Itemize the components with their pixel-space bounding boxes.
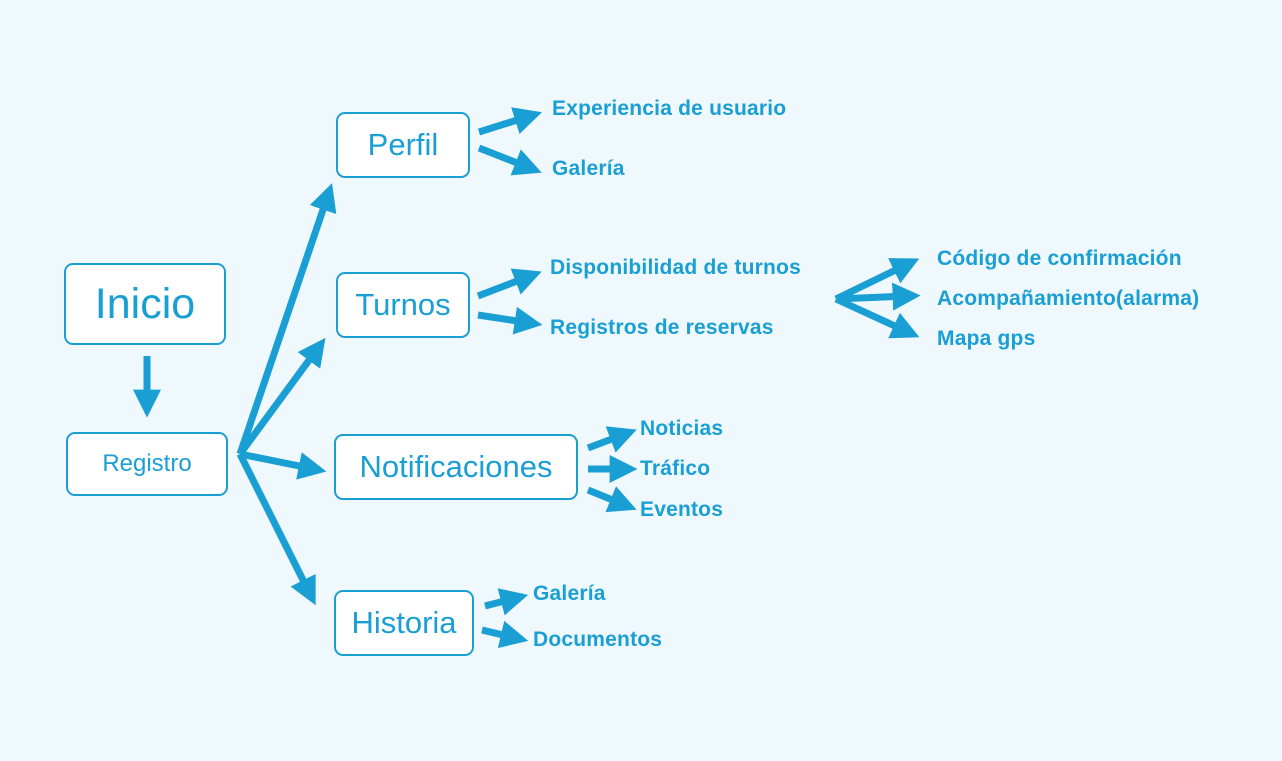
- historia-label: Historia: [351, 605, 457, 640]
- perfil-node: Perfil: [336, 112, 470, 178]
- turnos-label: Turnos: [355, 287, 451, 322]
- leaf-experiencia-usuario: Experiencia de usuario: [552, 97, 787, 120]
- notificaciones-node: Notificaciones: [334, 434, 578, 500]
- leaf-mapa-gps: Mapa gps: [937, 327, 1036, 350]
- leaf-codigo-confirmacion: Código de confirmación: [937, 247, 1182, 270]
- registro-label: Registro: [102, 450, 192, 477]
- leaf-acompanamiento-alarma: Acompañamiento(alarma): [937, 287, 1200, 310]
- leaf-perfil-galeria: Galería: [552, 157, 625, 180]
- perfil-label: Perfil: [367, 127, 439, 162]
- turnos-node: Turnos: [336, 272, 470, 338]
- leaf-historia-galeria: Galería: [533, 582, 606, 605]
- notificaciones-label: Notificaciones: [359, 449, 553, 484]
- leaf-disponibilidad-turnos: Disponibilidad de turnos: [550, 256, 801, 279]
- leaf-registros-reservas: Registros de reservas: [550, 316, 774, 339]
- registro-node: Registro: [66, 432, 228, 496]
- leaf-documentos: Documentos: [533, 628, 663, 651]
- historia-node: Historia: [334, 590, 474, 656]
- inicio-node: Inicio: [64, 263, 226, 345]
- leaf-trafico: Tráfico: [640, 457, 711, 480]
- leaf-noticias: Noticias: [640, 417, 724, 440]
- leaf-eventos: Eventos: [640, 498, 724, 521]
- inicio-label: Inicio: [94, 279, 196, 328]
